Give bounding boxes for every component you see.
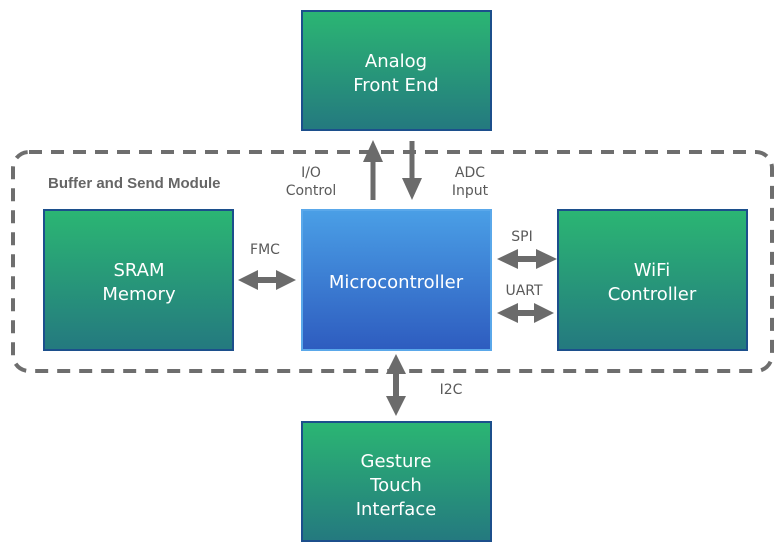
block-label: Controller — [608, 284, 697, 305]
label-io-control: I/O — [301, 165, 321, 181]
block-label: Touch — [369, 475, 422, 496]
block-sram-memory[interactable]: SRAM Memory — [43, 209, 234, 351]
arrow-fmc — [238, 270, 296, 290]
module-title: Buffer and Send Module — [48, 175, 221, 192]
arrow-io-control — [363, 140, 383, 200]
label-adc-input: Input — [452, 183, 489, 199]
arrow-i2c — [386, 354, 406, 416]
label-i2c: I2C — [440, 382, 463, 398]
block-label: SRAM — [113, 260, 164, 281]
label-io-control: Control — [286, 183, 337, 199]
label-adc-input: ADC — [455, 165, 485, 181]
block-label: Microcontroller — [329, 272, 464, 293]
block-analog-front-end[interactable]: Analog Front End — [301, 10, 492, 131]
block-label: Analog — [365, 51, 427, 72]
block-microcontroller[interactable]: Microcontroller — [301, 209, 492, 351]
block-gesture-touch-interface[interactable]: Gesture Touch Interface — [301, 421, 492, 542]
block-label: Gesture — [361, 451, 432, 472]
block-label: WiFi — [634, 260, 670, 281]
label-fmc: FMC — [250, 242, 280, 258]
block-wifi-controller[interactable]: WiFi Controller — [557, 209, 748, 351]
label-spi: SPI — [511, 229, 532, 245]
arrow-adc-input — [402, 141, 422, 200]
arrow-uart — [497, 303, 554, 323]
label-uart: UART — [505, 283, 543, 299]
arrow-spi — [497, 249, 557, 269]
block-label: Memory — [102, 284, 176, 305]
block-label: Interface — [356, 499, 437, 520]
block-label: Front End — [353, 75, 438, 96]
